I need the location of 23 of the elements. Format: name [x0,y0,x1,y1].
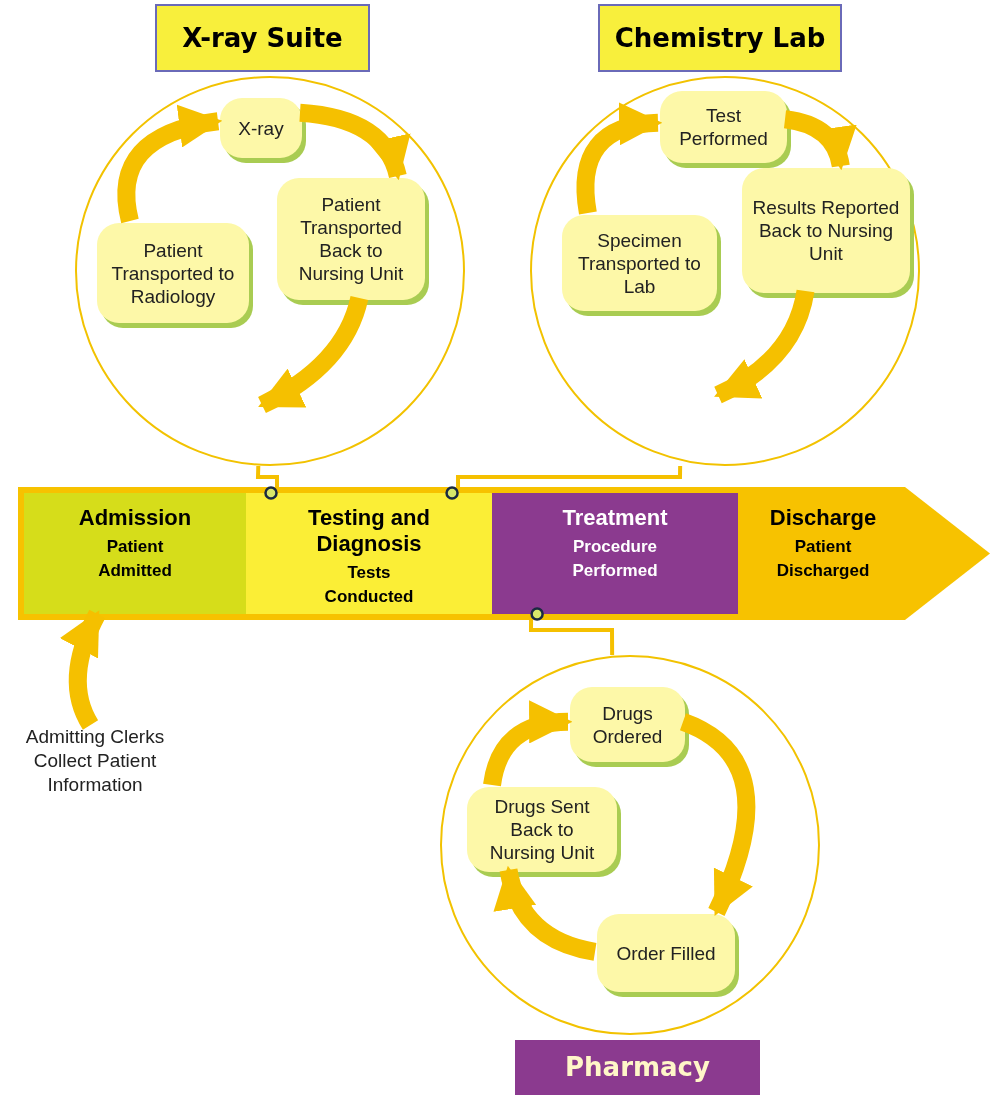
stage-heading: Testing and Diagnosis [307,505,431,557]
note-text: Admitting Clerks Collect Patient Information [20,725,170,825]
curved-arrow [783,110,855,171]
stage-description: Tests Conducted [323,562,415,608]
curved-arrow [495,865,597,961]
connector-line [529,607,615,655]
connector-line [445,465,683,500]
stage-heading: Discharge [768,505,878,531]
stage-description: Patient Admitted [97,536,173,582]
stage-heading: Treatment [561,505,669,531]
curved-arrow [257,295,369,413]
curved-arrow [299,103,408,181]
location-title: Pharmacy [515,1040,760,1095]
stage-panel [492,493,738,614]
curved-arrow [714,289,815,404]
stage-heading: Admission [77,505,193,531]
stage-panel [24,493,246,614]
location-title: Chemistry Lab [598,4,842,72]
connector-line [255,465,279,500]
stage-panel [246,493,492,614]
location-title: X-ray Suite [155,4,370,72]
stage-description: Procedure Performed [571,536,659,582]
stage-description: Patient Discharged [775,536,871,582]
